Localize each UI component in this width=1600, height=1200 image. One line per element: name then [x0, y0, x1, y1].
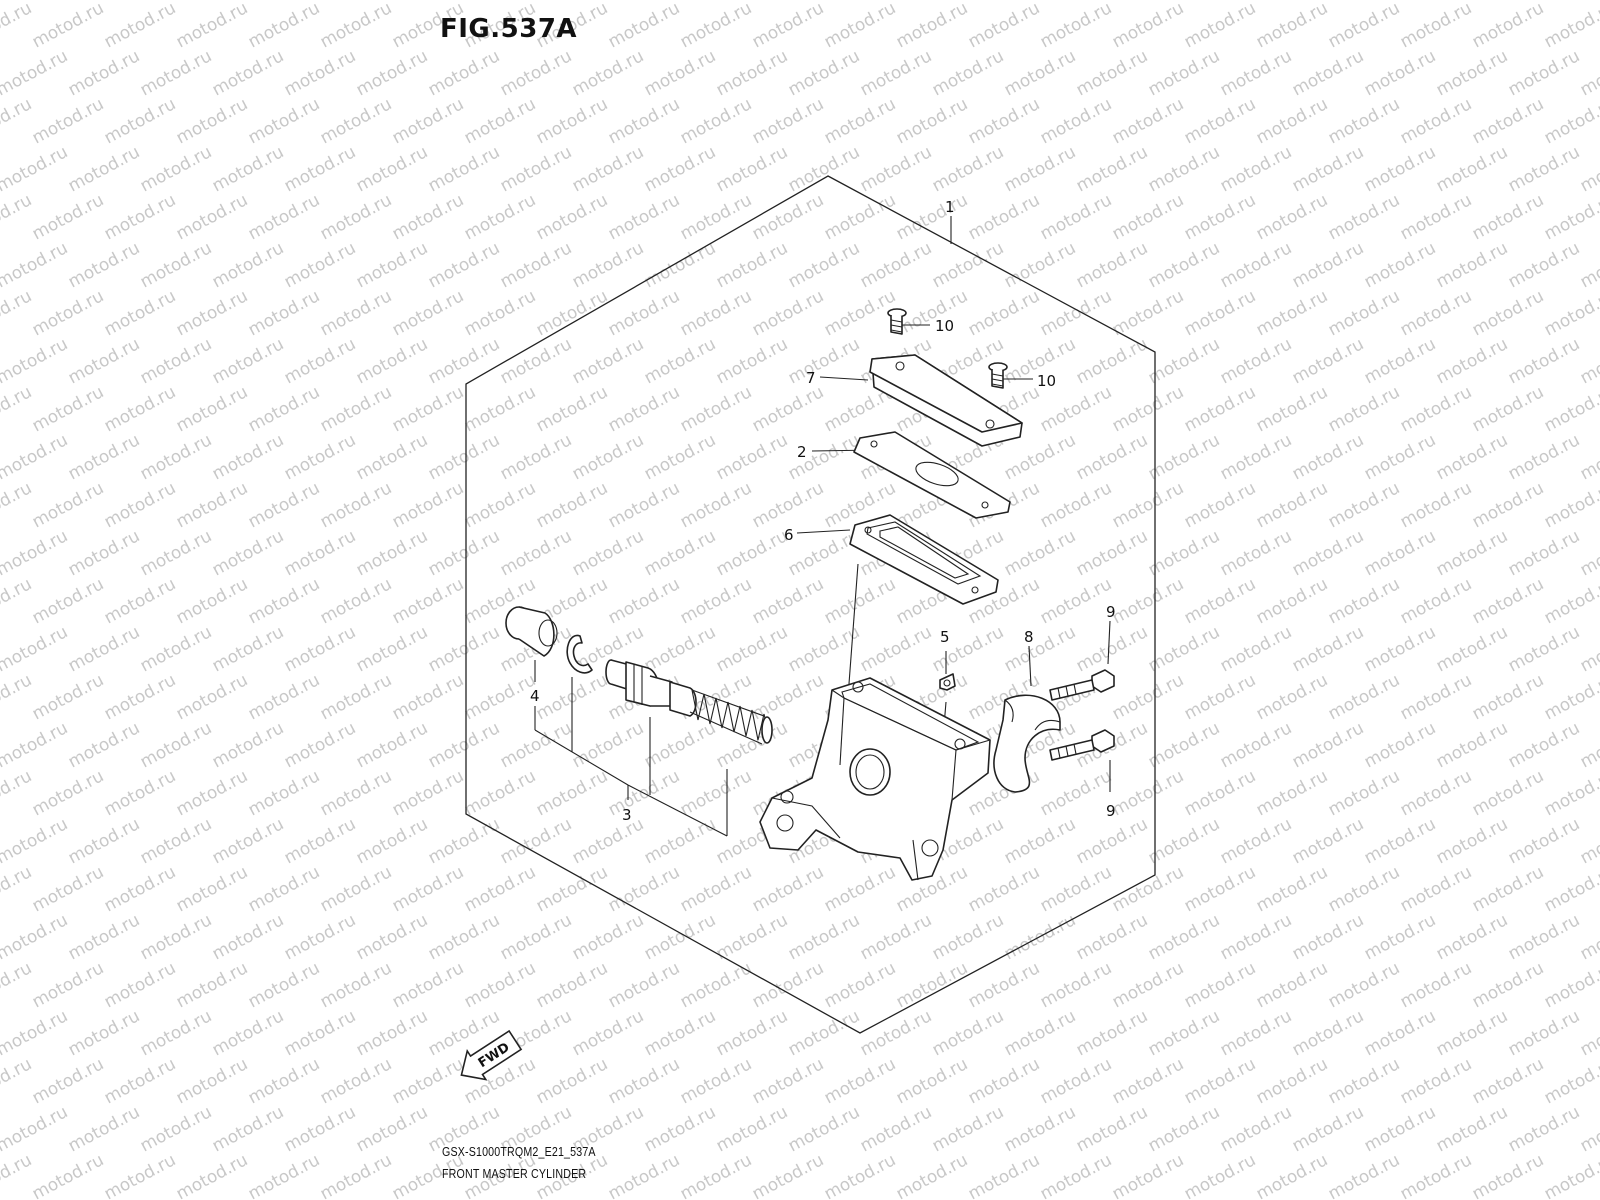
fwd-arrow-icon: FWD	[460, 1029, 523, 1081]
holder-bolt-upper	[1049, 669, 1115, 701]
diaphragm	[849, 514, 999, 605]
cap-screw-lower	[988, 362, 1008, 389]
callout-3-label: 3	[622, 806, 632, 824]
callout-6-label: 6	[784, 526, 794, 544]
master-cylinder-body	[759, 677, 991, 881]
diaphragm-plate	[853, 431, 1011, 519]
model-code: GSX-S1000TRQM2_E21_537A	[442, 1144, 596, 1159]
boot	[505, 606, 558, 657]
callout-9b-label: 9	[1106, 802, 1116, 820]
watermark-text: motod.ru	[1577, 0, 1600, 4]
callout-10b-label: 10	[1037, 372, 1056, 390]
callout-7-label: 7	[806, 369, 816, 387]
callout-9a-label: 9	[1106, 603, 1116, 621]
reservoir-cap	[869, 354, 1023, 447]
callout-labels: 1 10 10 7 2 6 5 8 9 9 4 3	[530, 198, 1116, 824]
callout-2-label: 2	[797, 443, 807, 461]
assembly-boundary	[465, 175, 1156, 1034]
figure-title: FIG.537A	[440, 14, 578, 44]
snap-ring	[566, 634, 593, 674]
piston-assembly	[605, 659, 773, 745]
callout-1-label: 1	[945, 198, 955, 216]
cap-screw-upper	[887, 308, 907, 335]
callout-8-label: 8	[1024, 628, 1034, 646]
callout-4-label: 4	[530, 687, 540, 705]
figure-name: FRONT MASTER CYLINDER	[442, 1166, 587, 1181]
small-clip	[939, 673, 956, 691]
callout-10a-label: 10	[935, 317, 954, 335]
holder-bolt-lower	[1049, 729, 1115, 761]
callout-5-label: 5	[940, 628, 950, 646]
holder	[993, 694, 1061, 793]
